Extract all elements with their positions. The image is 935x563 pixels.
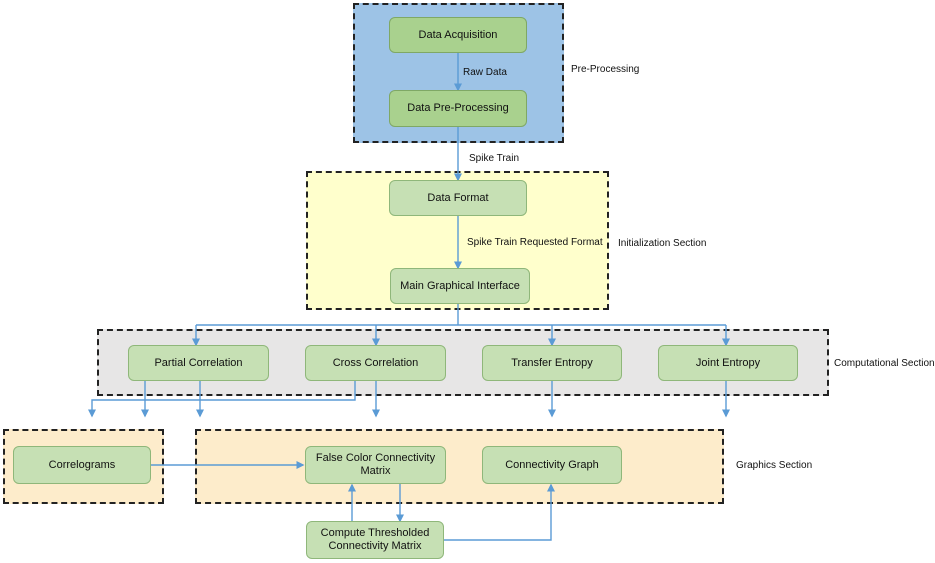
main-graphical-interface-node: Main Graphical Interface — [390, 268, 530, 304]
data-acquisition-node: Data Acquisition — [389, 17, 527, 53]
initialization-section-label: Initialization Section — [618, 238, 707, 249]
data-preprocessing-node: Data Pre-Processing — [389, 90, 527, 127]
joint-entropy-node: Joint Entropy — [658, 345, 798, 381]
edge-thresholded-to-graph — [444, 483, 555, 541]
transfer-entropy-node: Transfer Entropy — [482, 345, 622, 381]
raw-data-label: Raw Data — [463, 67, 507, 78]
false-color-matrix-node: False Color Connectivity Matrix — [305, 446, 446, 484]
computational-section-label: Computational Section — [834, 358, 935, 369]
correlograms-node: Correlograms — [13, 446, 151, 484]
connectivity-graph-node: Connectivity Graph — [482, 446, 622, 484]
graphics-section-main — [195, 429, 724, 504]
cross-correlation-node: Cross Correlation — [305, 345, 446, 381]
partial-correlation-node: Partial Correlation — [128, 345, 269, 381]
compute-thresholded-node: Compute Thresholded Connectivity Matrix — [306, 521, 444, 559]
graphics-section-label: Graphics Section — [736, 460, 813, 471]
edge-cross-left-branch — [88, 381, 356, 418]
spike-train-requested-label: Spike Train Requested Format — [467, 237, 603, 248]
preprocessing-section-label: Pre-Processing — [571, 64, 640, 75]
spike-train-label: Spike Train — [469, 153, 520, 164]
data-format-node: Data Format — [389, 180, 527, 216]
